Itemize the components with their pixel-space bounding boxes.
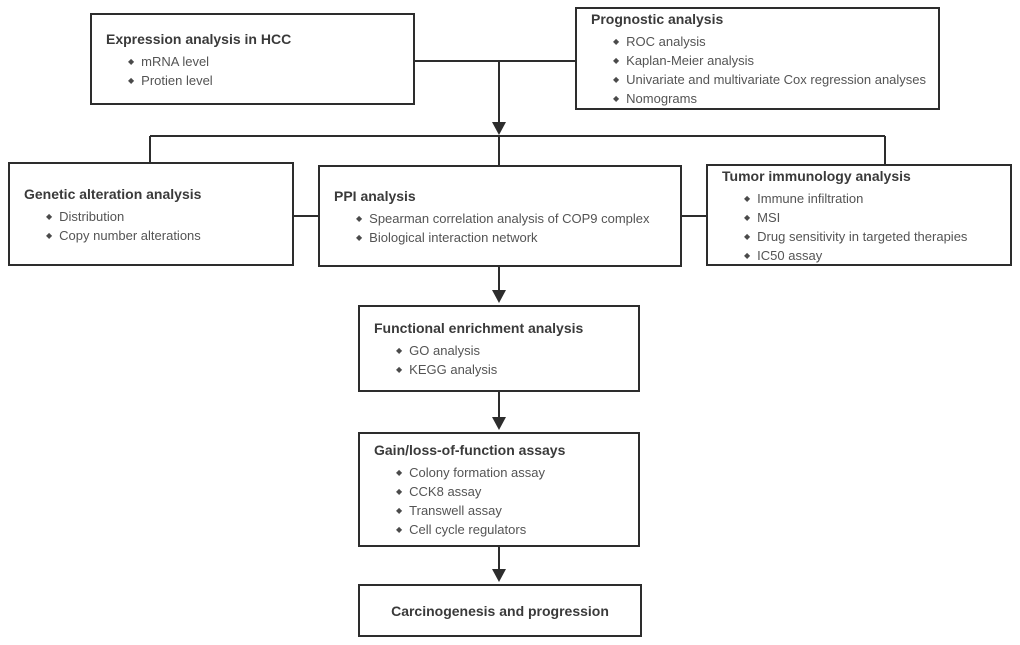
diamond-bullet-icon: ◆ — [356, 232, 363, 242]
bullet-text: Biological interaction network — [369, 229, 538, 245]
diamond-bullet-icon: ◆ — [396, 365, 403, 374]
bullet-item: ◆ Kaplan-Meier analysis — [577, 51, 938, 70]
bullet-item: ◆ Transwell assay — [360, 501, 638, 520]
box-title: Genetic alteration analysis — [24, 185, 202, 202]
diamond-bullet-icon: ◆ — [128, 56, 135, 66]
bullet-text: Distribution — [59, 208, 125, 224]
bullet-text: mRNA level — [141, 53, 210, 69]
bullet-item: ◆ Colony formation assay — [360, 463, 638, 482]
bullet-item: ◆ ROC analysis — [577, 32, 938, 51]
bullet-item: ◆ CCK8 assay — [360, 482, 638, 501]
arrowhead-gainloss — [492, 417, 506, 430]
box-carcinogenesis-and-progression: Carcinogenesis and progression — [358, 584, 642, 637]
diamond-bullet-icon: ◆ — [396, 506, 403, 515]
bullet-item: ◆ mRNA level — [92, 52, 413, 71]
bullet-item: ◆ IC50 assay — [708, 246, 1010, 265]
box-title: Prognostic analysis — [591, 11, 724, 27]
diamond-bullet-icon: ◆ — [613, 75, 620, 84]
box-title: PPI analysis — [334, 187, 416, 204]
diamond-bullet-icon: ◆ — [356, 213, 363, 223]
bullet-item: ◆ Nomograms — [577, 89, 938, 108]
diamond-bullet-icon: ◆ — [396, 525, 403, 534]
bullet-item: ◆ Cell cycle regulators — [360, 520, 638, 539]
bullet-text: MSI — [757, 209, 781, 225]
bullet-item: ◆ KEGG analysis — [360, 360, 638, 379]
diamond-bullet-icon: ◆ — [396, 468, 403, 477]
bullet-item: ◆ Distribution — [10, 207, 292, 226]
bullet-item: ◆ Biological interaction network — [320, 228, 680, 247]
box-tumor-immunology-analysis: Tumor immunology analysis ◆ Immune infil… — [706, 164, 1012, 266]
box-title: Tumor immunology analysis — [722, 167, 911, 184]
diamond-bullet-icon: ◆ — [46, 211, 53, 221]
arrowhead-carcinogenesis — [492, 569, 506, 582]
diamond-bullet-icon: ◆ — [744, 250, 751, 260]
diamond-bullet-icon: ◆ — [744, 212, 751, 222]
bullet-text: CCK8 assay — [409, 484, 482, 499]
bullet-item: ◆ MSI — [708, 208, 1010, 227]
diamond-bullet-icon: ◆ — [744, 231, 751, 241]
bullet-text: Protien level — [141, 72, 213, 88]
box-gain-loss-of-function-assays: Gain/loss-of-function assays ◆ Colony fo… — [358, 432, 640, 547]
bullet-text: Nomograms — [626, 91, 697, 106]
diamond-bullet-icon: ◆ — [613, 94, 620, 103]
bullet-item: ◆ Univariate and multivariate Cox regres… — [577, 70, 938, 89]
bullet-text: KEGG analysis — [409, 362, 498, 377]
box-title: Expression analysis in HCC — [106, 30, 292, 47]
bullet-text: Univariate and multivariate Cox regressi… — [626, 72, 927, 87]
diamond-bullet-icon: ◆ — [396, 487, 403, 496]
box-genetic-alteration-analysis: Genetic alteration analysis ◆ Distributi… — [8, 162, 294, 266]
diamond-bullet-icon: ◆ — [613, 37, 620, 46]
diamond-bullet-icon: ◆ — [744, 193, 751, 203]
box-ppi-analysis: PPI analysis ◆ Spearman correlation anal… — [318, 165, 682, 267]
diamond-bullet-icon: ◆ — [613, 56, 620, 65]
diamond-bullet-icon: ◆ — [128, 75, 135, 85]
box-functional-enrichment-analysis: Functional enrichment analysis ◆ GO anal… — [358, 305, 640, 392]
bullet-item: ◆ Immune infiltration — [708, 189, 1010, 208]
box-prognostic-analysis: Prognostic analysis ◆ ROC analysis ◆ Kap… — [575, 7, 940, 110]
box-title: Carcinogenesis and progression — [391, 602, 609, 619]
bullet-text: Copy number alterations — [59, 227, 201, 243]
box-title: Gain/loss-of-function assays — [374, 442, 566, 458]
bullet-item: ◆ Protien level — [92, 71, 413, 90]
bullet-text: Transwell assay — [409, 503, 502, 518]
bullet-text: Drug sensitivity in targeted therapies — [757, 228, 968, 244]
box-expression-analysis: Expression analysis in HCC ◆ mRNA level … — [90, 13, 415, 105]
bullet-text: ROC analysis — [626, 34, 706, 49]
bullet-text: Immune infiltration — [757, 190, 864, 206]
bullet-text: IC50 assay — [757, 247, 823, 263]
arrowhead-functional — [492, 290, 506, 303]
arrowhead-top — [492, 122, 506, 135]
bullet-item: ◆ Drug sensitivity in targeted therapies — [708, 227, 1010, 246]
bullet-text: Spearman correlation analysis of COP9 co… — [369, 210, 650, 226]
box-title: Functional enrichment analysis — [374, 320, 584, 336]
bullet-item: ◆ Spearman correlation analysis of COP9 … — [320, 209, 680, 228]
bullet-item: ◆ GO analysis — [360, 341, 638, 360]
bullet-text: Kaplan-Meier analysis — [626, 53, 755, 68]
bullet-text: GO analysis — [409, 343, 480, 358]
bullet-item: ◆ Copy number alterations — [10, 226, 292, 245]
bullet-text: Cell cycle regulators — [409, 522, 527, 537]
bullet-text: Colony formation assay — [409, 465, 545, 480]
diamond-bullet-icon: ◆ — [46, 230, 53, 240]
diamond-bullet-icon: ◆ — [396, 346, 403, 355]
